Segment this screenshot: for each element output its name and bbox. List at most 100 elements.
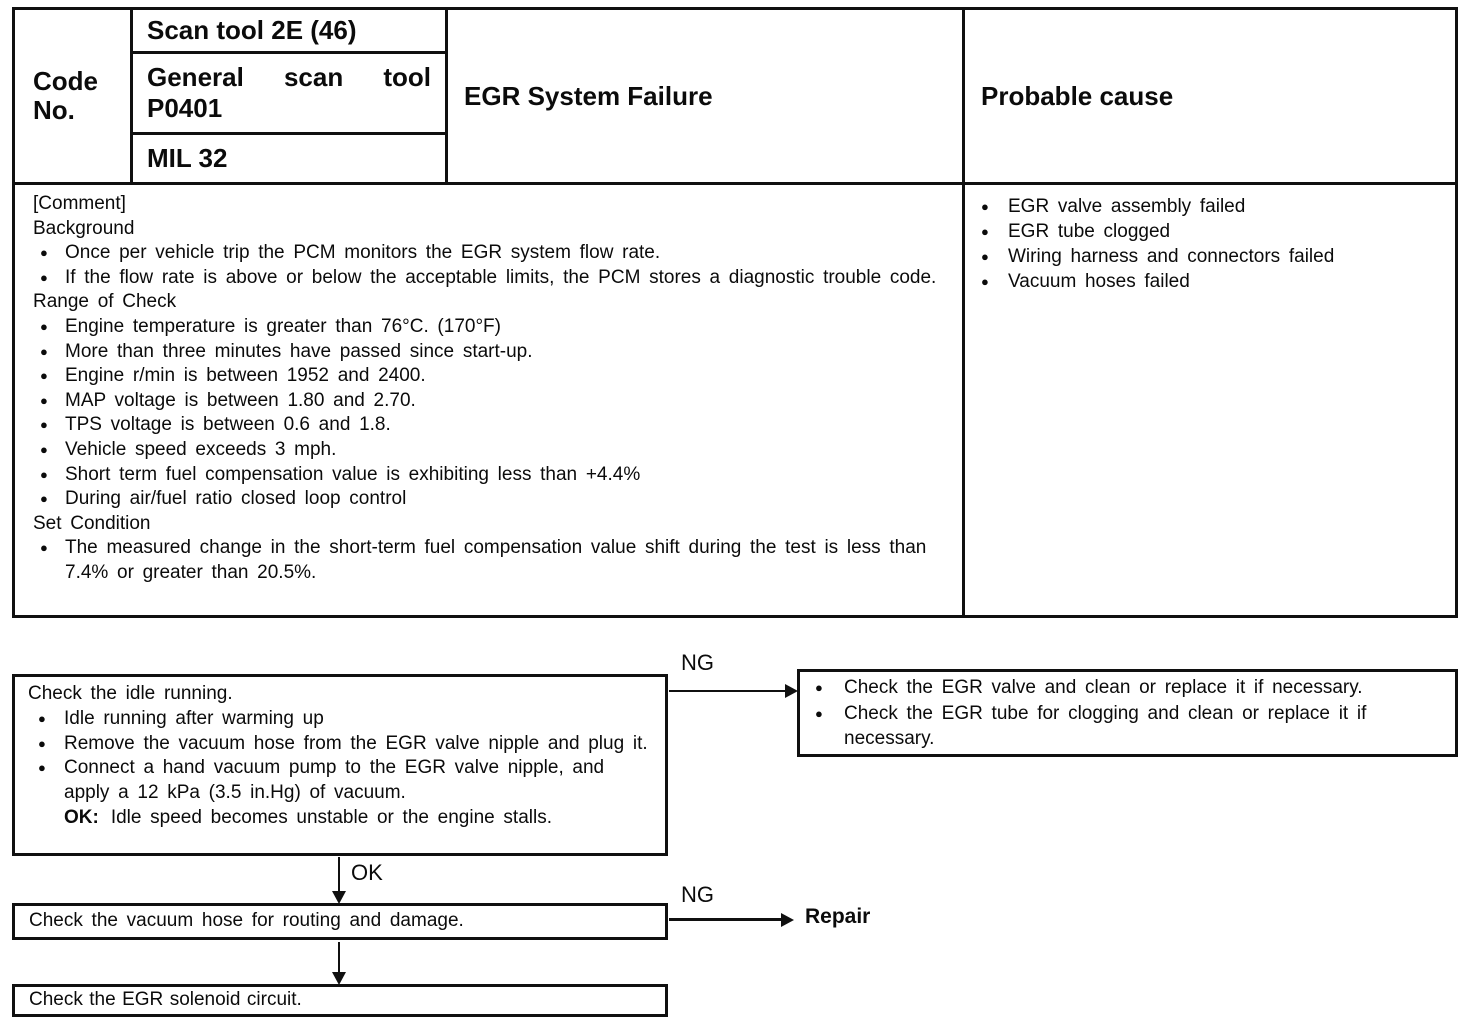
- range-item: More than three minutes have passed sinc…: [65, 340, 533, 362]
- bullet-icon: ●: [981, 224, 989, 239]
- code-no-header-cell: Code No.: [15, 10, 133, 185]
- background-item: Once per vehicle trip the PCM monitors t…: [65, 242, 661, 264]
- ng-branch-label: NG: [681, 650, 714, 676]
- list-item: ● Vehicle speed exceeds 3 mph.: [33, 438, 940, 463]
- list-item: ● Remove the vacuum hose from the EGR va…: [28, 732, 655, 757]
- flow-step-check-idle: Check the idle running. ● Idle running a…: [12, 674, 668, 856]
- scan-tool-code: Scan tool 2E (46): [147, 15, 357, 45]
- list-item: ● Engine temperature is greater than 76°…: [33, 315, 940, 340]
- list-item: ● More than three minutes have passed si…: [33, 340, 940, 365]
- flow-step-bullet: Connect a hand vacuum pump to the EGR va…: [64, 756, 655, 830]
- mil-code: MIL 32: [147, 143, 228, 173]
- bullet-icon: ●: [38, 710, 46, 726]
- bullet-icon: ●: [40, 269, 48, 285]
- range-of-check-label: Range of Check: [33, 291, 177, 313]
- range-item: MAP voltage is between 1.80 and 2.70.: [65, 389, 416, 411]
- bullet-icon: ●: [815, 705, 823, 721]
- ok-arrow-line: [338, 857, 340, 894]
- background-label: Background: [33, 217, 135, 239]
- set-condition-label: Set Condition: [33, 512, 151, 534]
- bullet-icon: ●: [40, 368, 48, 384]
- dtc-table: Code No. Scan tool 2E (46) General scan …: [12, 7, 1458, 618]
- bullet-icon: ●: [40, 343, 48, 359]
- ng-arrow-line: [669, 690, 787, 692]
- ok-result-line: OK: Idle speed becomes unstable or the e…: [64, 806, 655, 831]
- bullet-icon: ●: [40, 417, 48, 433]
- flow-step-title: Check the idle running.: [28, 683, 233, 704]
- list-item: ● EGR valve assembly failed: [977, 194, 1445, 219]
- bullet-icon: ●: [981, 199, 989, 214]
- range-item: Engine temperature is greater than 76°C.…: [65, 315, 501, 337]
- list-item: ● TPS voltage is between 0.6 and 1.8.: [33, 413, 940, 438]
- code-no-label: Code No.: [33, 65, 98, 125]
- set-condition-item: The measured change in the short-term fu…: [65, 537, 927, 583]
- bullet-icon: ●: [981, 249, 989, 264]
- bullet-icon: ●: [38, 735, 46, 751]
- bullet-icon: ●: [981, 274, 989, 289]
- probable-cause-header-cell: Probable cause: [965, 10, 1455, 185]
- bullet-icon: ●: [38, 760, 46, 776]
- list-item: ● During air/fuel ratio closed loop cont…: [33, 487, 940, 512]
- list-item: ● Engine r/min is between 1952 and 2400.: [33, 364, 940, 389]
- probable-causes-cell: ● EGR valve assembly failed ● EGR tube c…: [965, 185, 1455, 615]
- probable-cause-item: EGR valve assembly failed: [1008, 196, 1246, 217]
- flow-action-egr-valve: ● Check the EGR valve and clean or repla…: [797, 669, 1458, 757]
- mil-code-row: MIL 32: [133, 135, 445, 182]
- list-item: ● MAP voltage is between 1.80 and 2.70.: [33, 389, 940, 414]
- bullet-icon: ●: [40, 540, 48, 556]
- list-item: ● Check the EGR valve and clean or repla…: [812, 675, 1447, 701]
- arrowhead-right-icon: [781, 912, 794, 927]
- flow-step-bullet-text: Connect a hand vacuum pump to the EGR va…: [64, 757, 605, 804]
- arrowhead-down-icon: [332, 972, 346, 985]
- probable-cause-label: Probable cause: [981, 80, 1174, 111]
- flow-step-bullet: Idle running after warming up: [64, 707, 324, 729]
- bullet-icon: ●: [815, 680, 823, 695]
- arrowhead-right-icon: [785, 684, 798, 698]
- probable-cause-item: Vacuum hoses failed: [1008, 271, 1190, 292]
- ok-result-key: OK:: [64, 806, 99, 828]
- flow-step-check-egr-solenoid: Check the EGR solenoid circuit.: [12, 984, 668, 1017]
- range-item: Engine r/min is between 1952 and 2400.: [65, 365, 426, 387]
- list-item: ● Idle running after warming up: [28, 707, 655, 732]
- general-scan-tool-code: General scan tool P0401: [147, 61, 431, 123]
- ng-branch-label: NG: [681, 882, 714, 908]
- background-item: If the flow rate is above or below the a…: [65, 266, 937, 288]
- list-item: ● If the flow rate is above or below the…: [33, 266, 940, 291]
- range-item: During air/fuel ratio closed loop contro…: [65, 488, 407, 510]
- list-item: ● Check the EGR tube for clogging and cl…: [812, 701, 1447, 752]
- probable-cause-item: Wiring harness and connectors failed: [1008, 246, 1335, 267]
- range-item: Vehicle speed exceeds 3 mph.: [65, 438, 337, 460]
- arrowhead-down-icon: [332, 891, 346, 904]
- list-item: ● EGR tube clogged: [977, 219, 1445, 244]
- ng-action-item: Check the EGR valve and clean or replace…: [844, 677, 1363, 698]
- probable-cause-item: EGR tube clogged: [1008, 221, 1171, 242]
- list-item: ● Connect a hand vacuum pump to the EGR …: [28, 756, 655, 830]
- flow-step-title: Check the EGR solenoid circuit.: [29, 989, 302, 1011]
- failure-title: EGR System Failure: [464, 80, 713, 111]
- list-item: ● Short term fuel compensation value is …: [33, 463, 940, 488]
- ng-arrow-line: [669, 918, 783, 921]
- repair-label: Repair: [805, 905, 871, 929]
- bullet-icon: ●: [40, 318, 48, 334]
- next-step-arrow-line: [338, 942, 340, 975]
- scan-tool-code-row: Scan tool 2E (46): [133, 10, 445, 54]
- failure-title-cell: EGR System Failure: [448, 10, 965, 185]
- range-item: TPS voltage is between 0.6 and 1.8.: [65, 414, 391, 436]
- bullet-icon: ●: [40, 245, 48, 261]
- bullet-icon: ●: [40, 392, 48, 408]
- list-item: ● Wiring harness and connectors failed: [977, 244, 1445, 269]
- code-values-cell: Scan tool 2E (46) General scan tool P040…: [133, 10, 448, 185]
- list-item: ● The measured change in the short-term …: [33, 536, 940, 585]
- bullet-icon: ●: [40, 491, 48, 507]
- bullet-icon: ●: [40, 466, 48, 482]
- comment-cell: [Comment] Background ● Once per vehicle …: [15, 185, 965, 615]
- general-scan-tool-code-row: General scan tool P0401: [133, 54, 445, 135]
- list-item: ● Vacuum hoses failed: [977, 269, 1445, 294]
- ok-result-text: Idle speed becomes unstable or the engin…: [110, 806, 552, 828]
- bullet-icon: ●: [40, 441, 48, 457]
- ng-action-item: Check the EGR tube for clogging and clea…: [844, 702, 1367, 750]
- flow-step-title: Check the vacuum hose for routing and da…: [29, 910, 464, 932]
- range-item: Short term fuel compensation value is ex…: [65, 463, 641, 485]
- ok-branch-label: OK: [351, 860, 383, 886]
